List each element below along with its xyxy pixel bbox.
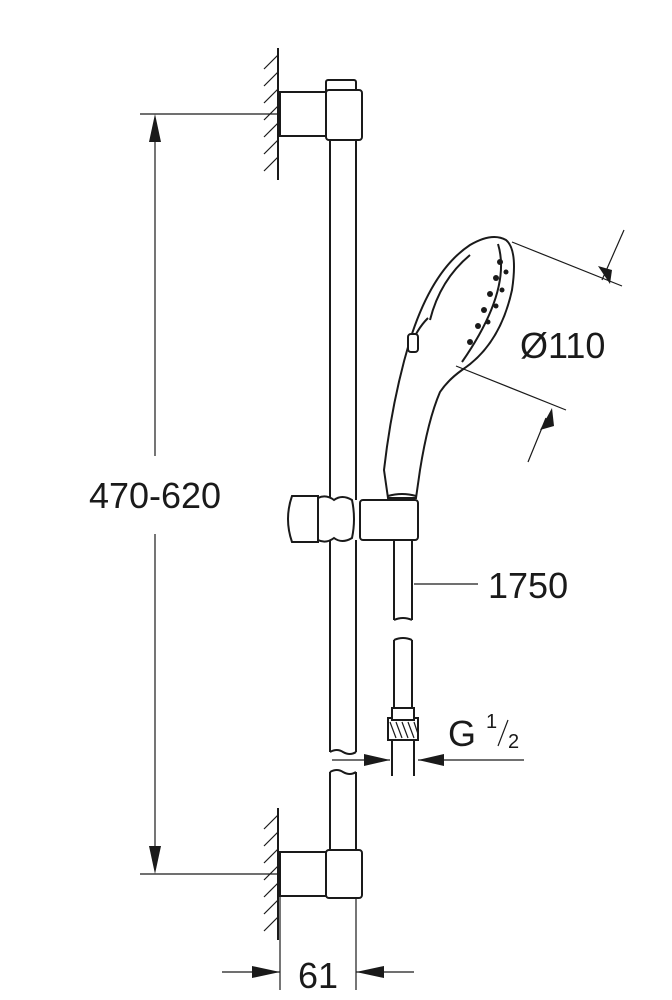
wall-distance-dimension: 61 <box>222 896 414 996</box>
thread-numerator: 1 <box>486 711 497 733</box>
shower-rail <box>329 140 357 852</box>
hose-length-label: 1750 <box>488 565 568 606</box>
wall-distance-label: 61 <box>298 955 338 996</box>
thread-label: G <box>448 713 476 754</box>
hand-shower <box>382 235 515 499</box>
head-diameter-dimension: Ø110 <box>455 229 625 463</box>
thread-dimension: G 1 2 <box>332 711 524 766</box>
hose-length-dimension: 1750 <box>414 565 568 606</box>
top-wall-mount <box>263 48 363 180</box>
height-range-label: 470-620 <box>89 475 221 516</box>
bottom-wall-mount <box>263 808 363 940</box>
slider-holder <box>287 495 419 543</box>
shower-hose <box>387 540 419 776</box>
head-diameter-label: Ø110 <box>520 325 605 366</box>
thread-denominator: 2 <box>508 731 519 753</box>
height-dimension: 470-620 <box>89 113 278 875</box>
